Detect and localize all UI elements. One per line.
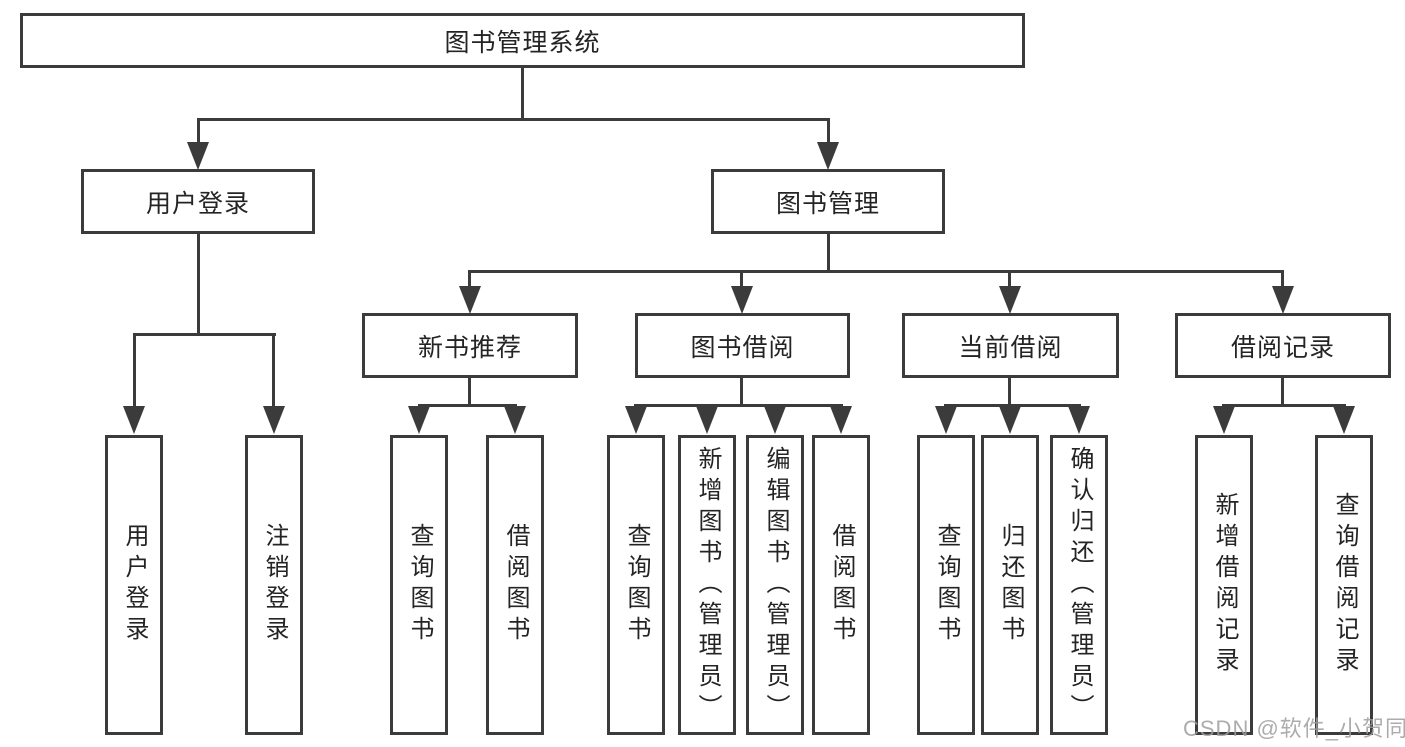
arrowhead-cb-return [999, 406, 1021, 434]
connector-book-borrow-stem [740, 377, 743, 406]
leaf-user-login: 用户登录 [105, 435, 163, 735]
connector-user-login-bar [133, 333, 276, 336]
node-borrow-records-label: 借阅记录 [1230, 333, 1335, 362]
leaf-bb-add-books-admin-label: 新增图书（管理员） [694, 445, 721, 725]
leaf-nbr-query-books-label: 查询图书 [406, 523, 433, 647]
node-library-management-system-label: 图书管理系统 [444, 28, 601, 57]
arrowhead-logout [263, 406, 285, 434]
leaf-nbr-borrow-books-label: 借阅图书 [502, 523, 529, 647]
node-library-management-system: 图书管理系统 [20, 13, 1025, 68]
connector-book-borrow-drop [740, 270, 743, 287]
watermark: CSDN @软件_小贺同学 [1183, 716, 1405, 741]
leaf-cb-confirm-return-admin-label: 确认归还（管理员） [1066, 445, 1093, 725]
connector-book-management-stem [827, 234, 830, 272]
connector-root-stem [521, 68, 524, 120]
arrowhead-nbr-borrow [504, 406, 526, 434]
arrowhead-borrow-records [1272, 286, 1294, 314]
leaf-bb-borrow-books-label: 借阅图书 [828, 523, 855, 647]
leaf-bb-query-books-label: 查询图书 [623, 523, 650, 647]
node-new-book-rec-label: 新书推荐 [417, 333, 522, 362]
node-book-borrow-label: 图书借阅 [690, 333, 795, 362]
arrowhead-br-add [1213, 406, 1235, 434]
node-book-management: 图书管理 [711, 169, 945, 234]
arrowhead-nbr-query [408, 406, 430, 434]
leaf-logout-label: 注销登录 [261, 523, 288, 647]
connector-new-book-rec-drop [468, 270, 471, 287]
arrowhead-bb-query [625, 406, 647, 434]
node-user-login-label: 用户登录 [145, 189, 250, 218]
node-user-login: 用户登录 [81, 169, 315, 234]
connector-borrow-records-bar [1222, 404, 1346, 407]
leaf-br-query-record: 查询借阅记录 [1315, 435, 1373, 735]
arrowhead-br-query [1333, 406, 1355, 434]
leaf-nbr-query-books: 查询图书 [390, 435, 448, 735]
arrowhead-book-management [817, 142, 839, 170]
arrowhead-book-borrow [731, 286, 753, 314]
connector-level3-bar [469, 270, 1284, 273]
connector-new-book-rec-bar [418, 404, 517, 407]
node-book-management-label: 图书管理 [775, 189, 880, 218]
leaf-bb-query-books: 查询图书 [607, 435, 665, 735]
connector-borrow-records-drop [1281, 270, 1284, 287]
node-current-borrow-label: 当前借阅 [958, 333, 1063, 362]
node-book-borrow: 图书借阅 [635, 313, 850, 378]
leaf-nbr-borrow-books: 借阅图书 [486, 435, 544, 735]
connector-book-management-drop [827, 118, 830, 143]
leaf-cb-confirm-return-admin: 确认归还（管理员） [1050, 435, 1108, 735]
leaf-br-add-record: 新增借阅记录 [1195, 435, 1253, 735]
arrowhead-login [123, 406, 145, 434]
leaf-cb-query-books: 查询图书 [917, 435, 975, 735]
leaf-logout: 注销登录 [245, 435, 303, 735]
leaf-cb-return-books-label: 归还图书 [997, 523, 1024, 647]
connector-current-borrow-bar [944, 404, 1081, 407]
leaf-cb-return-books: 归还图书 [981, 435, 1039, 735]
node-borrow-records: 借阅记录 [1175, 313, 1391, 378]
leaf-bb-edit-books-admin-label: 编辑图书（管理员） [762, 445, 789, 725]
connector-level2-bar [197, 118, 830, 121]
connector-book-borrow-bar [634, 404, 843, 407]
connector-borrow-records-stem [1281, 377, 1284, 406]
connector-new-book-rec-stem [468, 377, 471, 406]
arrowhead-cb-query [935, 406, 957, 434]
leaf-user-login-label: 用户登录 [121, 523, 148, 647]
connector-current-borrow-drop [1008, 270, 1011, 287]
arrowhead-new-book-rec [459, 286, 481, 314]
node-current-borrow: 当前借阅 [902, 313, 1119, 378]
leaf-br-add-record-label: 新增借阅记录 [1211, 492, 1238, 678]
arrowhead-bb-borrow [830, 406, 852, 434]
connector-login-drop [133, 333, 136, 408]
arrowhead-user-login [187, 142, 209, 170]
leaf-bb-borrow-books: 借阅图书 [812, 435, 870, 735]
connector-current-borrow-stem [1008, 377, 1011, 406]
node-new-book-rec: 新书推荐 [362, 313, 578, 378]
connector-user-login-stem [197, 234, 200, 335]
arrowhead-bb-edit [764, 406, 786, 434]
connector-logout-drop [272, 333, 275, 408]
arrowhead-cb-confirm-return [1068, 406, 1090, 434]
arrowhead-current-borrow [999, 286, 1021, 314]
arrowhead-bb-add [696, 406, 718, 434]
leaf-bb-edit-books-admin: 编辑图书（管理员） [746, 435, 804, 735]
connector-user-login-drop [197, 118, 200, 143]
leaf-cb-query-books-label: 查询图书 [933, 523, 960, 647]
leaf-bb-add-books-admin: 新增图书（管理员） [678, 435, 736, 735]
leaf-br-query-record-label: 查询借阅记录 [1331, 492, 1358, 678]
